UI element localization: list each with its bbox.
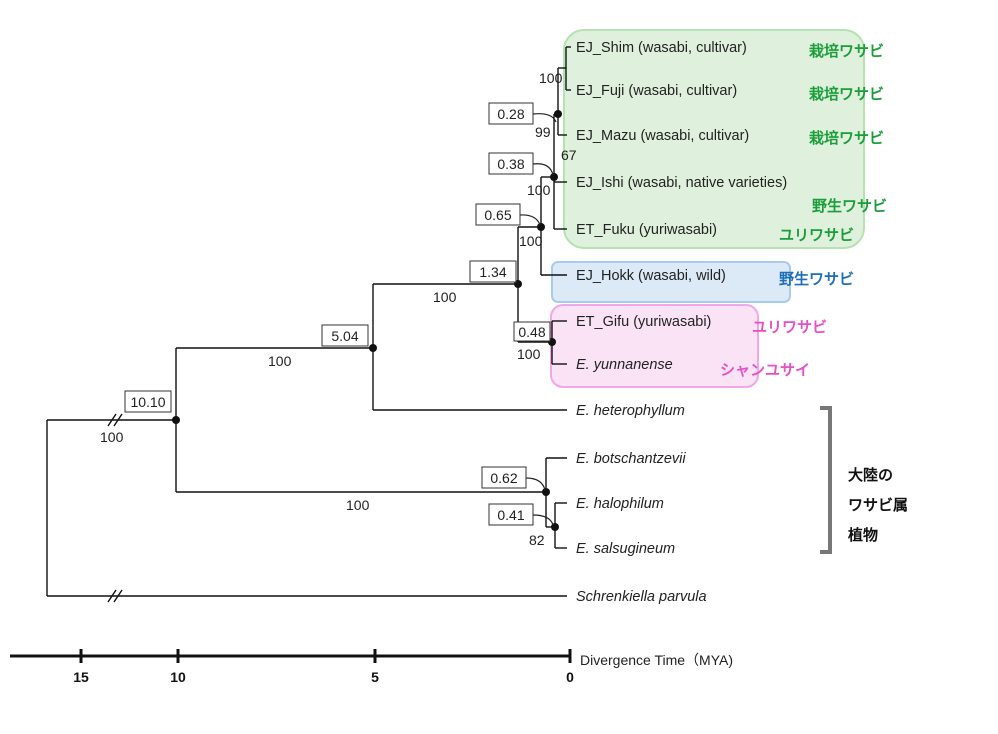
- node-dot: [369, 344, 377, 352]
- age-value: 0.41: [497, 507, 524, 523]
- age-value: 0.65: [484, 207, 511, 223]
- jp-annotation: 栽培ワサビ: [809, 129, 884, 147]
- support-wasabi-clade: 100: [519, 233, 543, 249]
- tip-label: Schrenkiella parvula: [576, 589, 707, 605]
- support-japan-clade: 100: [433, 289, 457, 305]
- age-box-japan-clade: 1.34: [469, 260, 517, 283]
- support-values: 100 100 100 100 100 100 100 99 67 100 82: [100, 70, 577, 548]
- jp-annotation: シャンユサイ: [720, 361, 810, 379]
- tip-label: E. halophilum: [576, 496, 664, 512]
- japanese-annotations: 栽培ワサビ 栽培ワサビ 栽培ワサビ 野生ワサビ ユリワサビ 野生ワサビ ユリワサ…: [720, 42, 887, 379]
- gifu-yunnanense-highlight-box: [550, 304, 759, 388]
- support-cultivar-clade: 100: [527, 182, 551, 198]
- node-dot: [554, 110, 562, 118]
- tip-label: E. salsugineum: [576, 541, 675, 557]
- age-box-cultivar-clade: 0.38: [488, 152, 534, 175]
- support-ishi-position: 67: [561, 147, 577, 163]
- support-halophilum-salsugineum: 82: [529, 532, 545, 548]
- support-eutrema-crown: 100: [268, 353, 292, 369]
- tick-label: 0: [566, 669, 574, 685]
- age-box-shim-fuji-mazu: 0.28: [488, 102, 534, 125]
- age-value: 1.34: [479, 264, 506, 280]
- node-dot: [537, 223, 545, 231]
- group-label-line: ワサビ属: [848, 496, 908, 514]
- node-age-boxes: 10.10 5.04 1.34 0.65 0.38 0.28 0.48 0.6: [124, 102, 551, 526]
- age-value: 0.48: [518, 324, 545, 340]
- tip-labels: EJ_Shim (wasabi, cultivar) EJ_Fuji (wasa…: [576, 40, 787, 605]
- age-box-continental-clade: 0.62: [481, 466, 527, 489]
- support-gifu-yunnanense: 100: [517, 346, 541, 362]
- tick-label: 15: [73, 669, 89, 685]
- tip-label: EJ_Hokk (wasabi, wild): [576, 268, 726, 284]
- support-shim-fuji: 100: [539, 70, 563, 86]
- tip-label: EJ_Ishi (wasabi, native varieties): [576, 175, 787, 191]
- age-value: 0.62: [490, 470, 517, 486]
- node-dot: [542, 488, 550, 496]
- support-shim-fuji-mazu: 99: [535, 124, 551, 140]
- tip-label: E. botschantzevii: [576, 451, 686, 467]
- axis-title: Divergence Time（MYA): [580, 652, 733, 668]
- tick-label: 5: [371, 669, 379, 685]
- support-continental-stem: 100: [346, 497, 370, 513]
- tip-label: EJ_Shim (wasabi, cultivar): [576, 40, 747, 56]
- continental-group-bracket: [820, 406, 832, 554]
- tip-label: E. heterophyllum: [576, 403, 685, 419]
- age-box-gifu-yunnanense: 0.48: [513, 321, 551, 342]
- tip-label: EJ_Fuji (wasabi, cultivar): [576, 83, 737, 99]
- cultivar-highlight-box: [563, 29, 865, 249]
- node-dot: [550, 173, 558, 181]
- hokkaido-highlight-box: [551, 261, 791, 303]
- age-value: 5.04: [331, 328, 358, 344]
- age-value: 0.38: [497, 156, 524, 172]
- age-box-wasabi-clade: 0.65: [475, 203, 521, 226]
- jp-annotation: 栽培ワサビ: [809, 42, 884, 60]
- node-dots: [172, 110, 562, 531]
- group-label-line: 植物: [848, 526, 878, 544]
- tick-label: 10: [170, 669, 186, 685]
- tip-label: ET_Gifu (yuriwasabi): [576, 314, 711, 330]
- age-box-halophilum-salsugineum: 0.41: [488, 503, 534, 526]
- axis-break-marks: [107, 413, 123, 603]
- node-dot: [172, 416, 180, 424]
- group-label-line: 大陸の: [848, 466, 893, 484]
- jp-annotation: 野生ワサビ: [812, 197, 887, 215]
- tip-label: EJ_Mazu (wasabi, cultivar): [576, 128, 749, 144]
- tip-label: ET_Fuku (yuriwasabi): [576, 222, 717, 238]
- jp-annotation: 野生ワサビ: [779, 270, 854, 288]
- time-axis: 15 10 5 0 Divergence Time（MYA): [10, 649, 733, 685]
- age-box-eutrema-crown: 5.04: [321, 324, 369, 347]
- age-value: 10.10: [130, 394, 165, 410]
- jp-annotation: ユリワサビ: [752, 318, 827, 336]
- age-connectors: [519, 113, 557, 526]
- continental-group-label: 大陸の ワサビ属 植物: [848, 466, 908, 544]
- tip-label: E. yunnanense: [576, 357, 673, 373]
- age-box-root-split: 10.10: [124, 390, 172, 413]
- jp-annotation: 栽培ワサビ: [809, 85, 884, 103]
- support-root-split: 100: [100, 429, 124, 445]
- age-value: 0.28: [497, 106, 524, 122]
- jp-annotation: ユリワサビ: [779, 226, 854, 244]
